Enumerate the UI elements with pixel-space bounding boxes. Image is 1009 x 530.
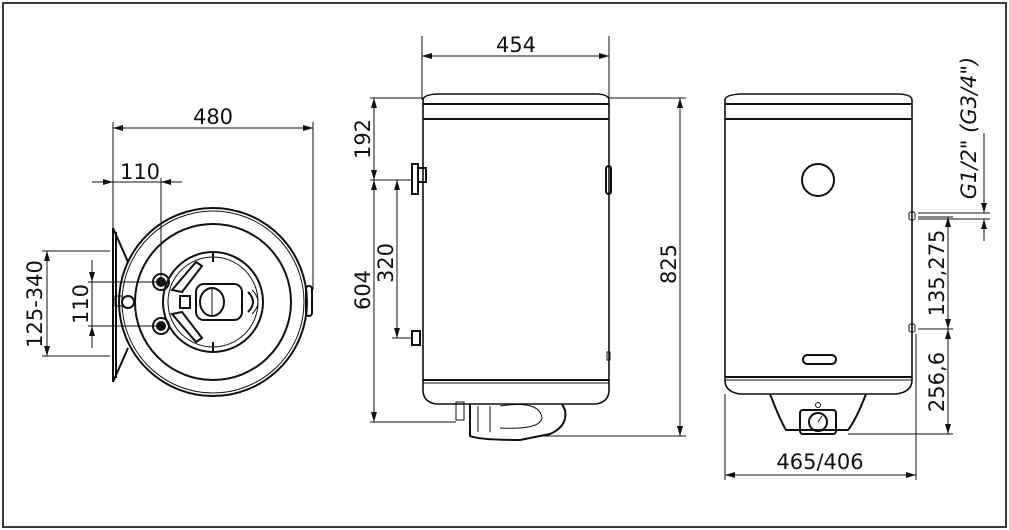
dim-side-454: 454 (496, 33, 536, 57)
temperature-dial (801, 163, 835, 197)
dim-top-125-340: 125-340 (23, 260, 47, 348)
side-view: 454 192 604 320 825 (351, 33, 686, 442)
top-view: 480 110 125-340 110 (23, 105, 314, 397)
dim-top-110-h: 110 (120, 160, 160, 184)
dim-front-thread: G1/2" (G3/4") (957, 57, 981, 200)
wall-bracket (112, 227, 129, 383)
dim-front-135-275: 135,275 (925, 230, 949, 317)
front-view: 465/406 135,275 256,6 G1/2" (G3/4") (724, 57, 990, 480)
dim-side-825: 825 (657, 244, 681, 284)
dim-front-256-6: 256,6 (925, 352, 949, 412)
dim-top-110-v: 110 (69, 284, 93, 324)
indicator-light (802, 354, 837, 365)
dim-top-480: 480 (193, 105, 233, 129)
pipe-outlet-top (152, 273, 170, 291)
tank-body-front (724, 93, 913, 395)
dim-side-320: 320 (374, 243, 398, 283)
tank-inner-circle (134, 223, 292, 381)
tank-body-side (422, 93, 610, 405)
dim-front-465-406: 465/406 (776, 450, 863, 474)
tank-outer-circle (118, 207, 308, 397)
dim-side-192: 192 (351, 119, 375, 159)
dim-side-604: 604 (351, 270, 375, 310)
pipe-inlet-top (152, 317, 170, 335)
